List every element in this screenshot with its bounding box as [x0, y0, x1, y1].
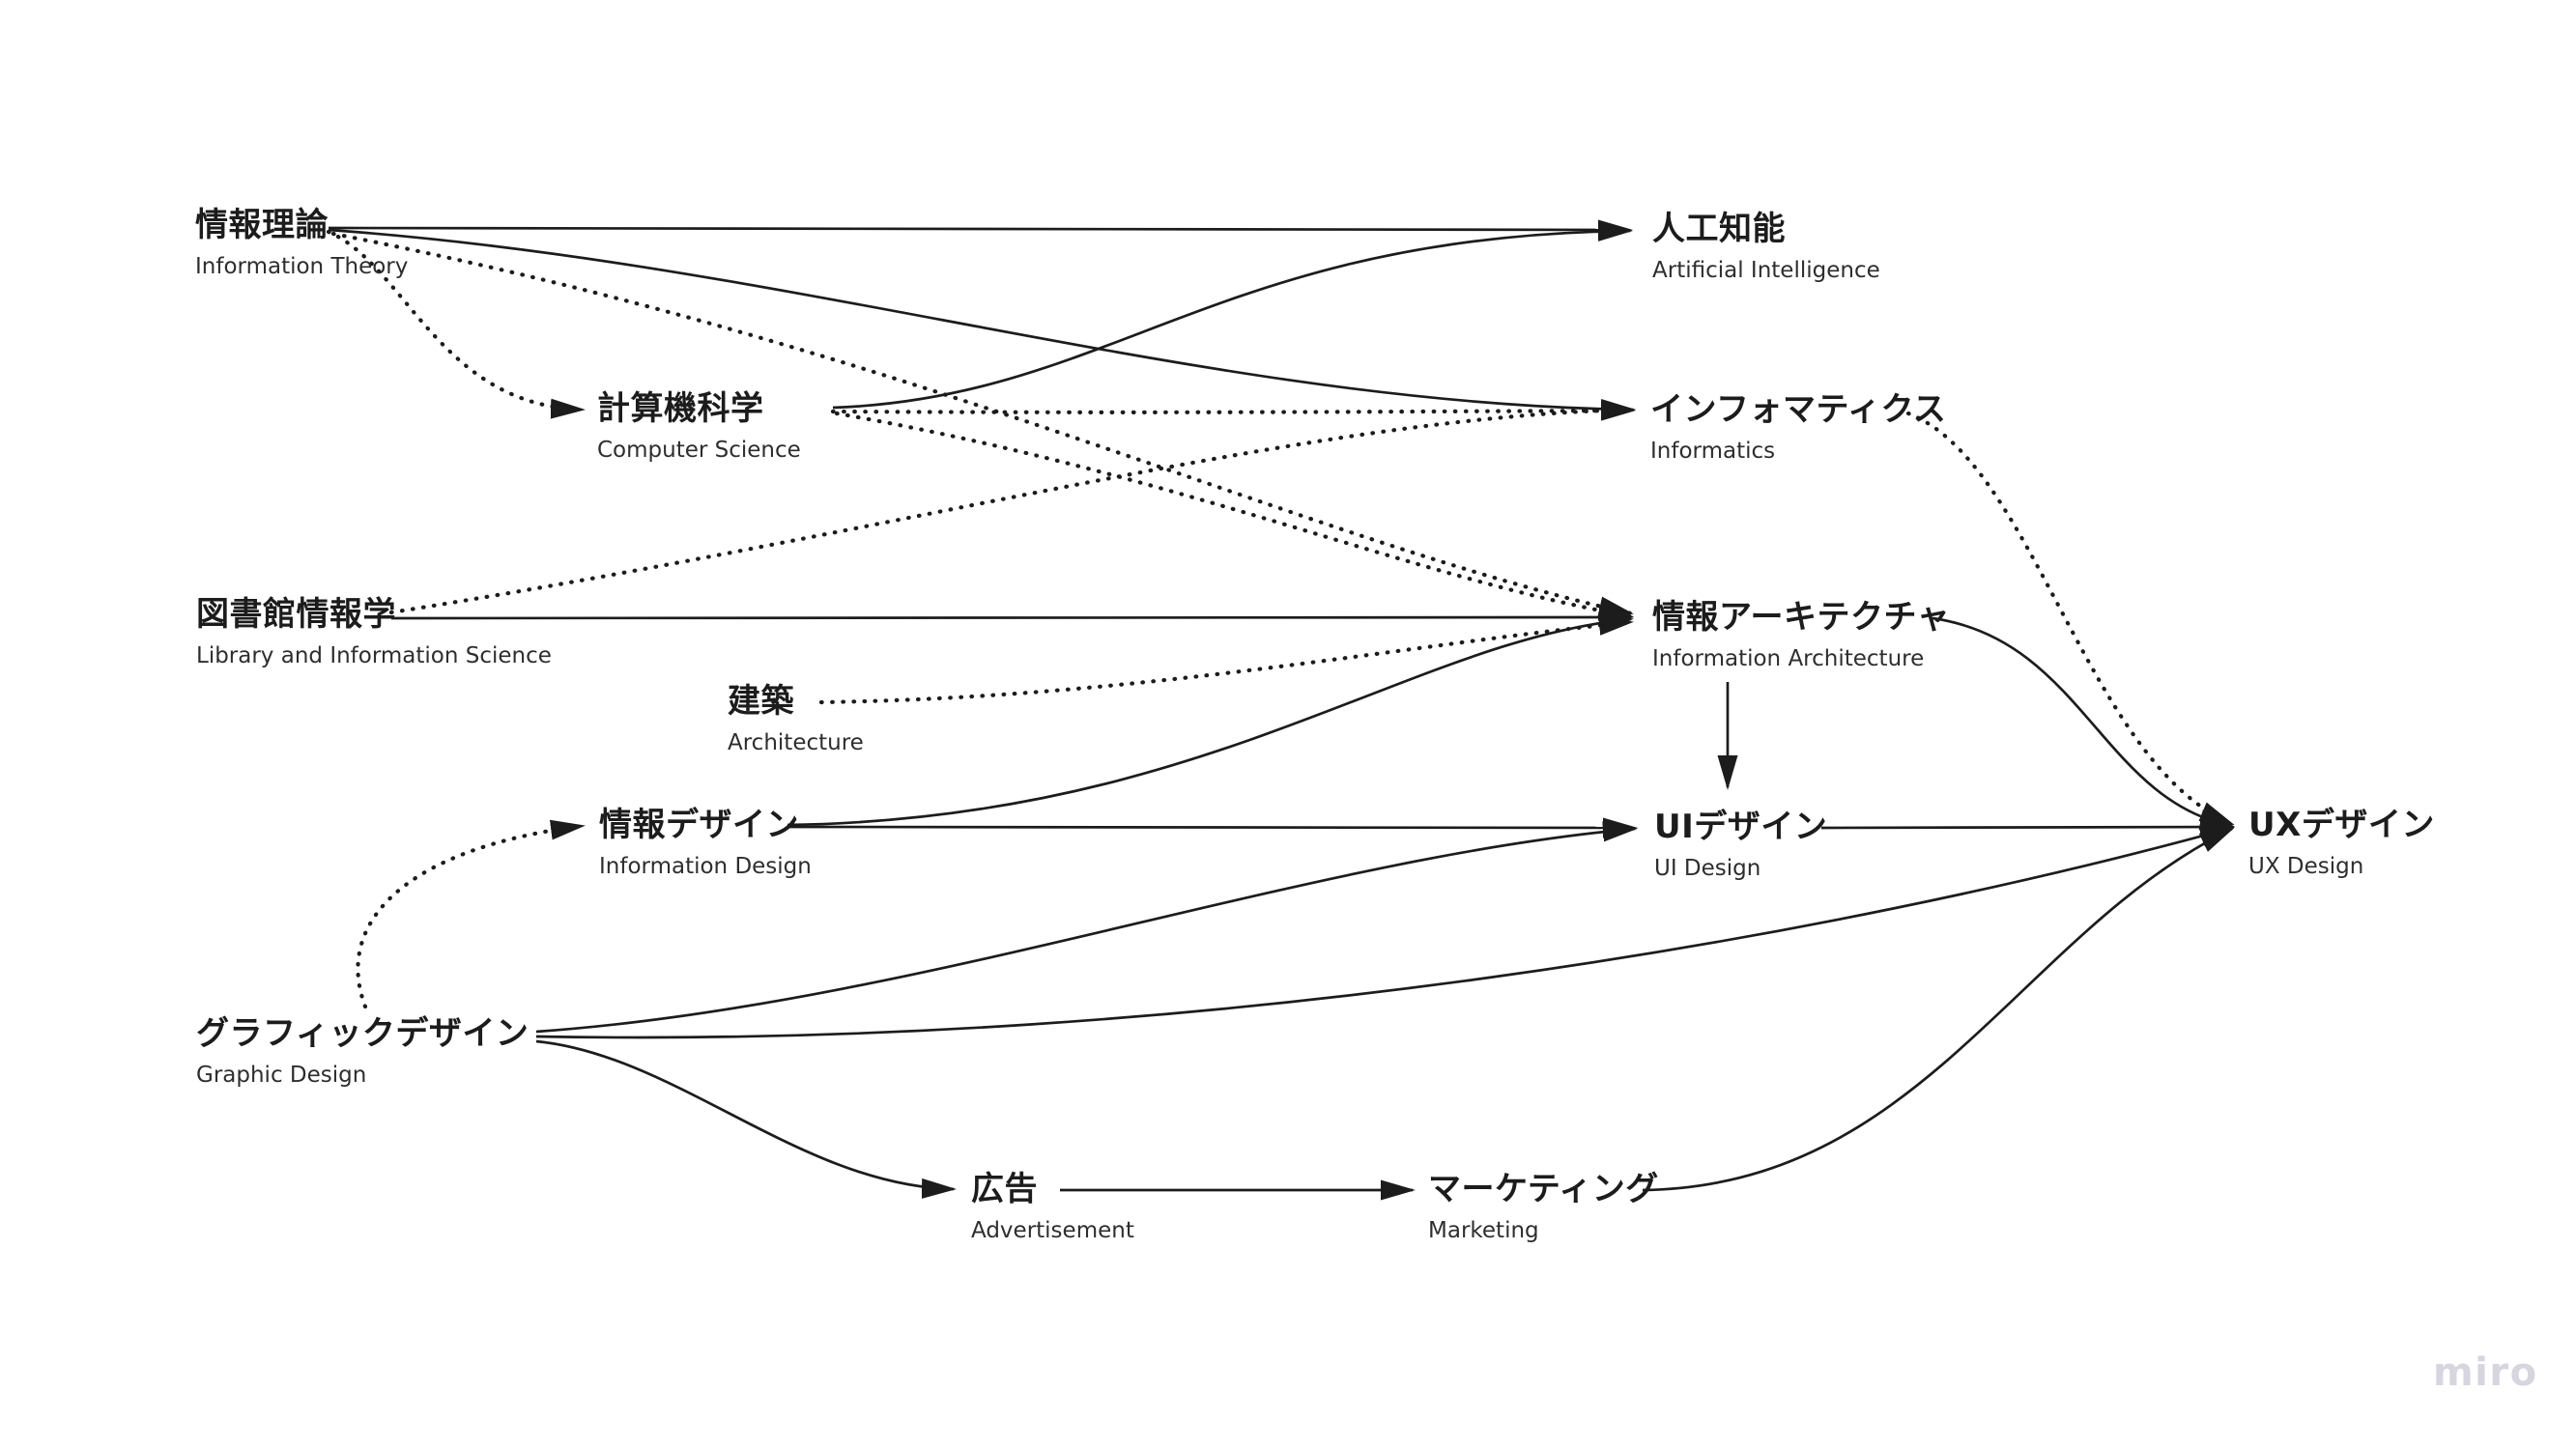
node-title: UIデザイン — [1654, 808, 1828, 846]
node-subtitle: Information Design — [599, 854, 812, 879]
node-title: 情報デザイン — [599, 806, 799, 844]
miro-logo[interactable]: miro — [2433, 1350, 2538, 1395]
edge-graphic-design-to-ui-design-solid[interactable] — [535, 821, 1638, 1034]
node-subtitle: Graphic Design — [196, 1063, 367, 1088]
node-title: 情報アーキテクチャ — [1652, 598, 1951, 637]
node-title: UXデザイン — [2248, 806, 2435, 844]
edge-info-theory-to-artificial-intelligence-solid[interactable] — [328, 219, 1633, 241]
node-computer-science[interactable]: 計算機科学 Computer Science — [597, 391, 801, 463]
edge-graphic-design-to-advertisement-solid[interactable] — [535, 1039, 957, 1199]
node-advertisement[interactable]: 広告 Advertisement — [971, 1172, 1134, 1243]
node-subtitle: Computer Science — [597, 438, 801, 463]
edge-information-architecture-to-ux-design-solid[interactable] — [1932, 616, 2235, 830]
node-informatics[interactable]: インフォマティクス Informatics — [1650, 392, 1946, 464]
node-ux-design[interactable]: UXデザイン UX Design — [2248, 808, 2435, 879]
node-title: 建築 — [728, 682, 794, 721]
edge-ui-design-to-ux-design-solid[interactable] — [1820, 816, 2235, 838]
node-subtitle: Artificial Intelligence — [1652, 258, 1880, 283]
node-title: マーケティング — [1428, 1170, 1659, 1208]
edge-computer-science-to-informatics-dotted[interactable] — [830, 400, 1636, 421]
node-information-design[interactable]: 情報デザイン Information Design — [599, 808, 812, 879]
edge-library-information-science-to-information-architecture-solid[interactable] — [390, 607, 1634, 628]
node-information-architecture[interactable]: 情報アーキテクチャ Information Architecture — [1652, 600, 1950, 671]
node-information-theory[interactable]: 情報理論 Information Theory — [195, 208, 408, 279]
node-subtitle: UX Design — [2248, 854, 2364, 879]
edge-computer-science-to-information-architecture-dotted[interactable] — [834, 411, 1634, 621]
edge-info-theory-to-informatics-solid[interactable] — [328, 228, 1636, 420]
node-library-information-science[interactable]: 図書館情報学 Library and Information Science — [196, 597, 552, 668]
node-architecture[interactable]: 建築 Architecture — [728, 684, 864, 755]
edge-info-theory-to-information-architecture-dotted[interactable] — [330, 231, 1634, 617]
edge-information-design-to-information-architecture-solid[interactable] — [787, 611, 1634, 827]
node-title: 情報理論 — [195, 206, 329, 244]
node-title: グラフィックデザイン — [196, 1014, 530, 1053]
node-title: 人工知能 — [1652, 210, 1786, 248]
edge-library-information-science-to-informatics-dotted[interactable] — [388, 400, 1636, 615]
node-subtitle: Library and Information Science — [196, 643, 552, 668]
edge-informatics-to-ux-design-dotted[interactable] — [1905, 411, 2235, 827]
node-ui-design[interactable]: UIデザイン UI Design — [1654, 809, 1827, 881]
node-subtitle: Advertisement — [971, 1218, 1134, 1243]
node-marketing[interactable]: マーケティング Marketing — [1428, 1172, 1659, 1243]
node-subtitle: Information Theory — [195, 254, 409, 279]
node-subtitle: Informatics — [1650, 439, 1776, 464]
edge-graphic-design-to-ux-design-solid[interactable] — [535, 826, 2235, 1039]
node-artificial-intelligence[interactable]: 人工知能 Artificial Intelligence — [1652, 212, 1880, 283]
edge-architecture-to-information-architecture-dotted[interactable] — [818, 614, 1634, 705]
edge-computer-science-to-artificial-intelligence-solid[interactable] — [832, 220, 1633, 410]
node-subtitle: Marketing — [1428, 1218, 1539, 1243]
node-title: インフォマティクス — [1650, 390, 1947, 429]
node-subtitle: Information Architecture — [1652, 646, 1925, 671]
edge-information-design-to-ui-design-solid[interactable] — [787, 817, 1638, 838]
node-title: 図書館情報学 — [196, 595, 396, 634]
edge-marketing-to-ux-design-solid[interactable] — [1642, 827, 2235, 1192]
node-graphic-design[interactable]: グラフィックデザイン Graphic Design — [196, 1016, 529, 1088]
node-title: 計算機科学 — [597, 389, 764, 428]
edge-info-theory-to-computer-science-dotted[interactable] — [326, 229, 586, 419]
node-subtitle: UI Design — [1654, 856, 1761, 881]
edge-graphic-design-to-information-design-dotted[interactable] — [356, 819, 586, 1009]
node-subtitle: Architecture — [728, 730, 864, 755]
node-title: 広告 — [971, 1170, 1038, 1208]
